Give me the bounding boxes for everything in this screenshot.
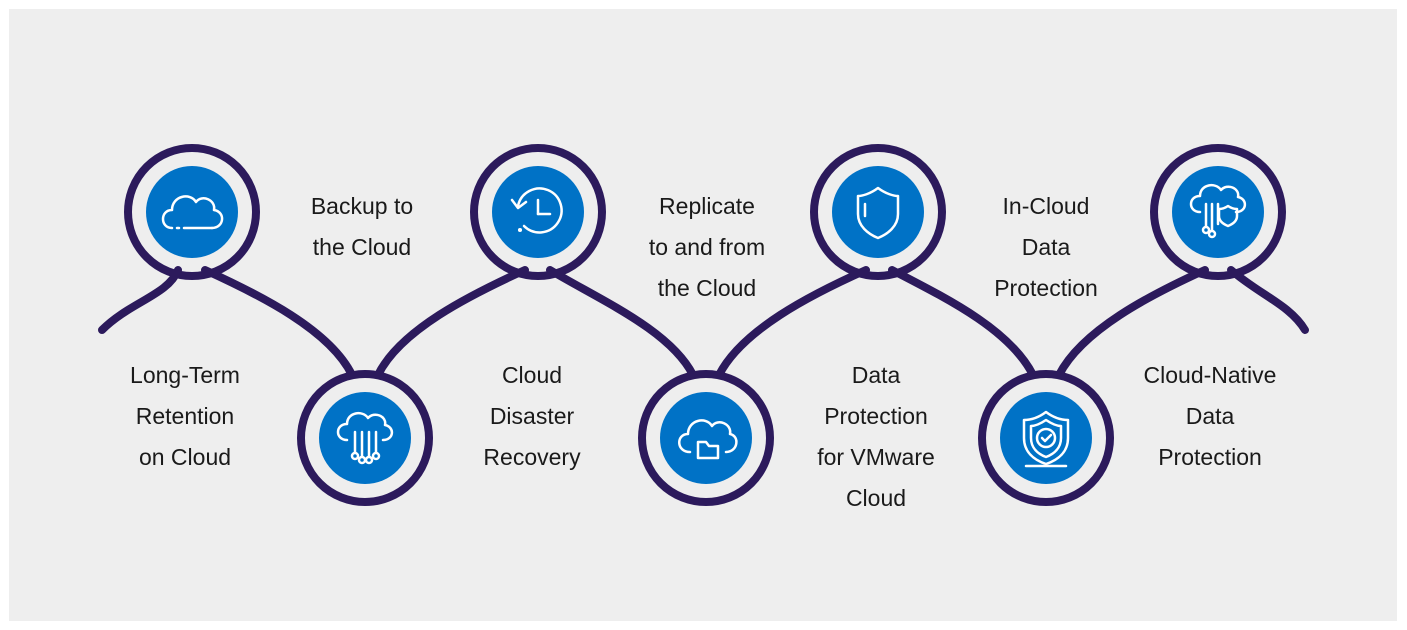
step-label-cloud-native-data-protection: Cloud-Native Data Protection: [1143, 362, 1277, 470]
node-ring-1: [124, 144, 260, 280]
node-ring-2: [297, 370, 433, 506]
step-label-long-term-retention: Long-Term Retention on Cloud: [130, 362, 240, 470]
step-label-backup-to-cloud: Backup to the Cloud: [310, 193, 414, 260]
timeline-path: [98, 266, 1309, 379]
step-label-data-protection-vmware: Data Protection for VMware Cloud: [817, 362, 935, 511]
node-disc-1: [146, 166, 238, 258]
shield-icon: [856, 186, 900, 240]
shield-check-icon: [1022, 410, 1070, 468]
node-ring-4: [638, 370, 774, 506]
node-discs: [146, 166, 1264, 484]
node-disc-4: [660, 392, 752, 484]
step-label-replicate: Replicate to and from the Cloud: [648, 193, 766, 301]
node-ring-3: [470, 144, 606, 280]
node-ring-5: [810, 144, 946, 280]
history-clock-icon: [510, 187, 563, 234]
step-label-in-cloud-data-protection: In-Cloud Data Protection: [994, 193, 1098, 301]
node-disc-6: [1000, 392, 1092, 484]
node-rings: [124, 144, 1286, 506]
cloud-folder-icon: [678, 419, 738, 460]
diagram-background: [9, 9, 1397, 621]
cloud-network-icon: [336, 411, 394, 465]
node-disc-2: [319, 392, 411, 484]
step-label-cloud-disaster-recovery: Cloud Disaster Recovery: [483, 362, 581, 470]
node-disc-5: [832, 166, 924, 258]
node-ring-7: [1150, 144, 1286, 280]
cloud-shield-network-icon: [1189, 183, 1247, 239]
cloud-icon: [161, 195, 224, 230]
node-ring-6: [978, 370, 1114, 506]
